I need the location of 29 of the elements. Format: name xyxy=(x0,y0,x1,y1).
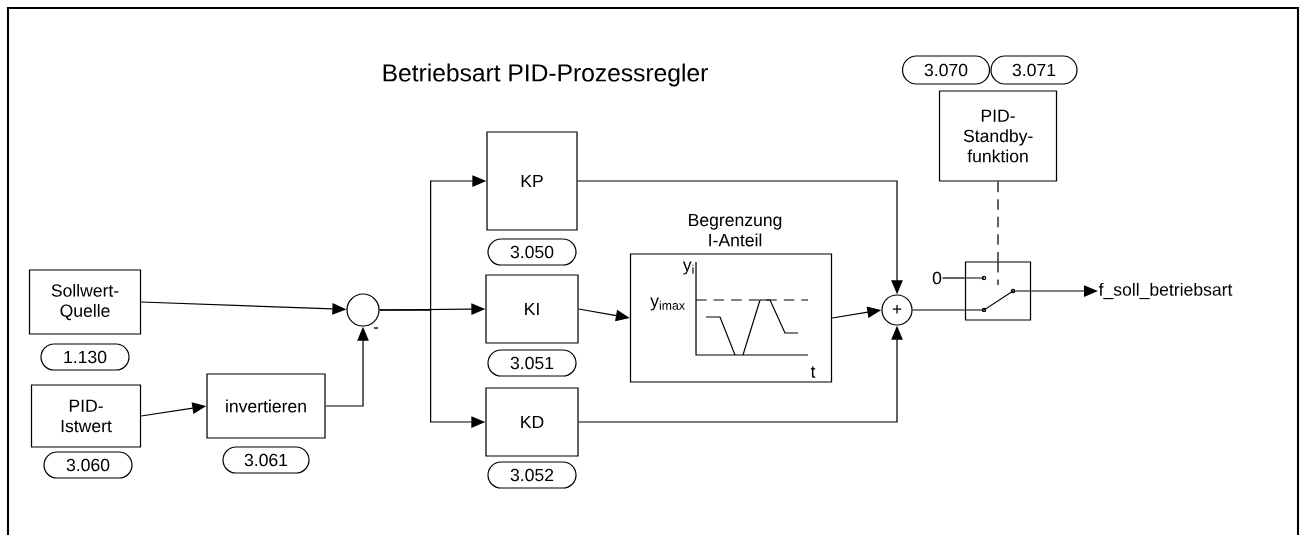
switch-box xyxy=(964,261,1032,321)
parameter-pill: 3.052 xyxy=(487,461,577,489)
block-box: KP xyxy=(486,131,578,231)
axis-label: t xyxy=(810,366,816,378)
block-box: invertieren xyxy=(206,373,326,439)
block-box: Sollwert- Quelle xyxy=(28,269,142,335)
parameter-pill: 3.070 xyxy=(901,55,991,85)
signal-label: 0 xyxy=(932,271,942,285)
block-box: PID- Istwert xyxy=(30,384,142,448)
axis-label: y$_{i}$ xyxy=(682,261,694,275)
block-box: KI xyxy=(485,274,579,344)
parameter-pill: 3.050 xyxy=(487,238,577,266)
block-heading: Begrenzung I-Anteil xyxy=(689,213,782,247)
signal-label: f_soll_betriebsart xyxy=(1098,282,1233,300)
limiter-box xyxy=(629,253,833,383)
summing-junction xyxy=(346,293,380,327)
line xyxy=(912,309,966,311)
parameter-pill: 3.061 xyxy=(222,446,310,474)
parameter-pill: 3.060 xyxy=(43,451,133,479)
block-box: KD xyxy=(485,387,579,457)
parameter-pill: 3.051 xyxy=(487,349,577,377)
line xyxy=(941,277,966,279)
edge-label: - xyxy=(371,325,381,335)
title: Betriebsart PID-Prozessregler xyxy=(383,63,708,87)
axis-label: y$_{imax}$ xyxy=(650,297,685,311)
parameter-pill: 3.071 xyxy=(990,55,1078,85)
summing-junction: + xyxy=(881,294,913,326)
parameter-pill: 1.130 xyxy=(40,343,130,371)
block-box: PID- Standby- funktion xyxy=(938,90,1058,182)
